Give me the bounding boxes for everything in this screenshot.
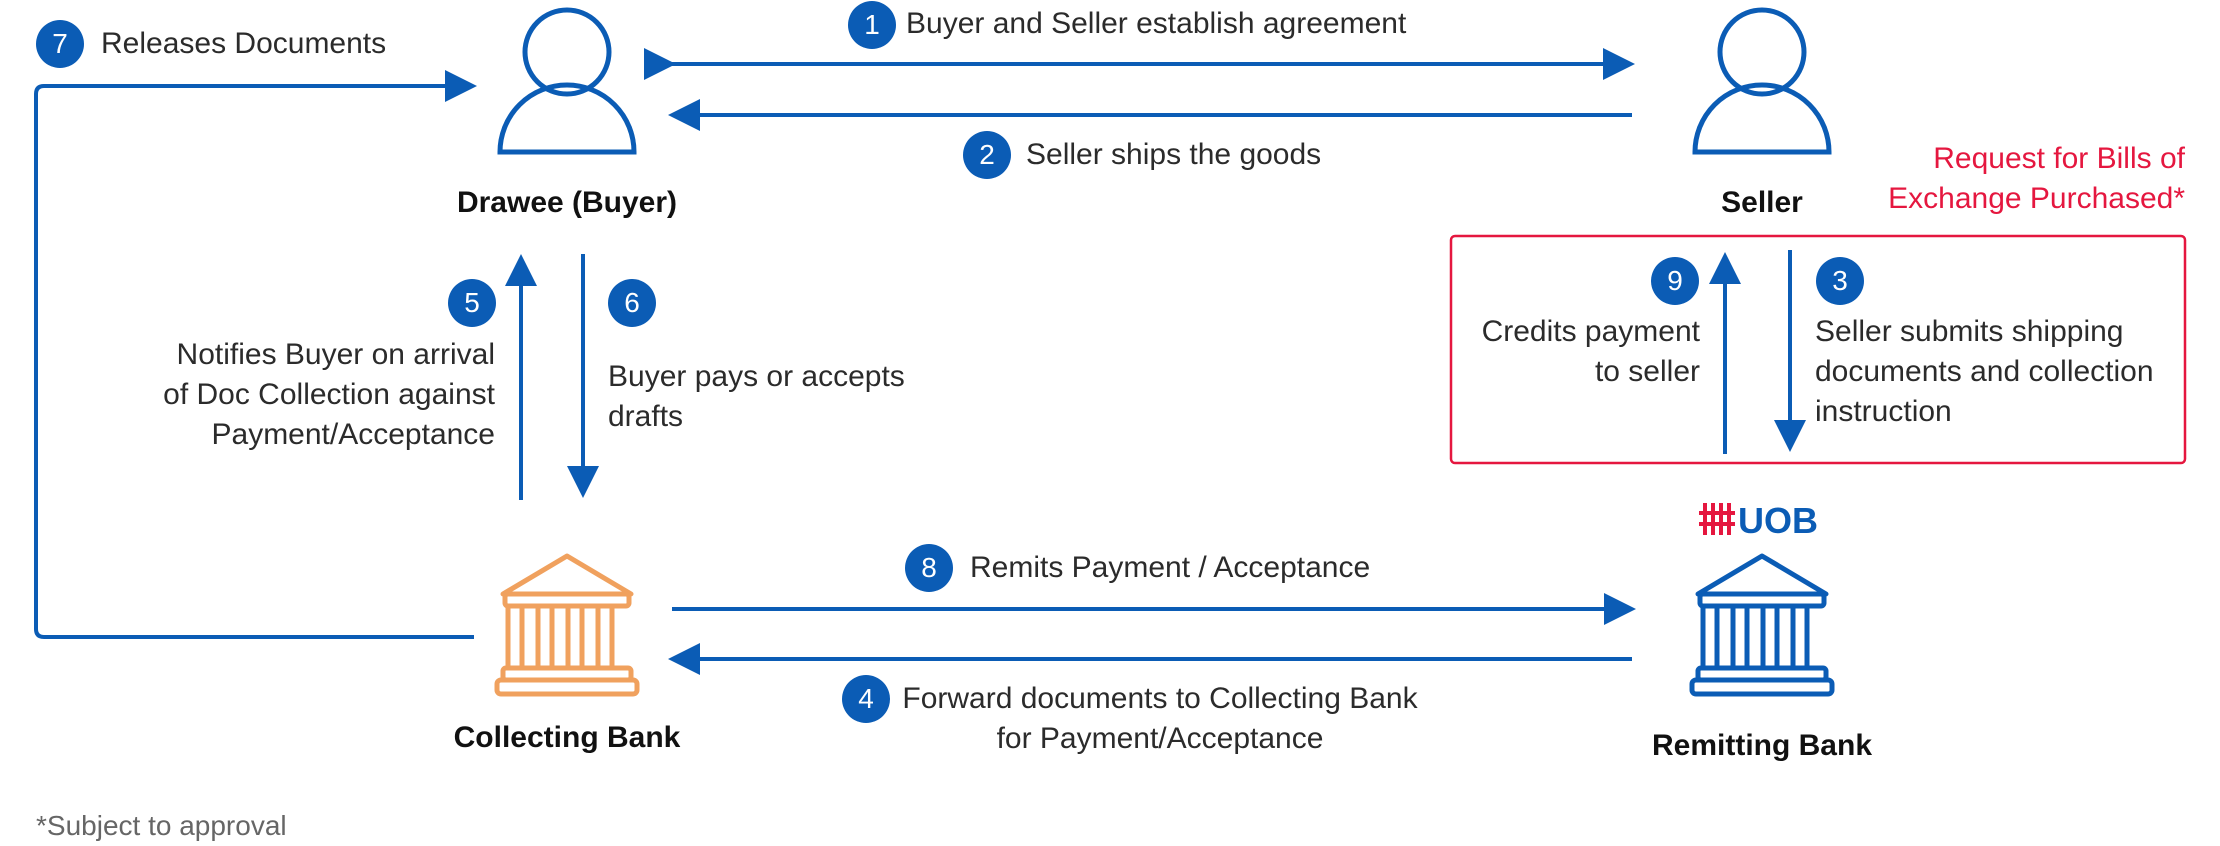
drawee-label: Drawee (Buyer) <box>456 186 678 219</box>
request-box-title: Request for Bills of Exchange Purchased* <box>1785 139 2185 219</box>
request-box <box>1449 234 2187 465</box>
step-6-text: Buyer pays or accepts drafts <box>608 357 905 437</box>
step-9-text: Credits payment to seller <box>1380 312 1700 392</box>
step-9-line: to seller <box>1594 355 1700 388</box>
collecting-bank-label: Collecting Bank <box>453 721 681 754</box>
step-4-text: Forward documents to Collecting Bank for… <box>880 679 1440 759</box>
step-badge-7: 7 <box>36 20 84 68</box>
step-badge-9: 9 <box>1651 257 1699 305</box>
uob-brand-text: UOB <box>1738 500 1818 541</box>
step-5-line: Notifies Buyer on arrival <box>176 338 495 371</box>
arrow-step-7 <box>34 70 477 639</box>
step-badge-8: 8 <box>905 544 953 592</box>
step-badge-2: 2 <box>963 131 1011 179</box>
step-5-line: Payment/Acceptance <box>211 418 496 451</box>
step-badge-3: 3 <box>1816 257 1864 305</box>
collecting-bank-icon <box>494 553 640 697</box>
remitting-bank-label: Remitting Bank <box>1651 729 1873 762</box>
step-9-line: Credits payment <box>1481 315 1700 348</box>
seller-label: Seller <box>1721 186 1803 219</box>
remitting-bank-icon <box>1689 553 1835 697</box>
step-7-text: Releases Documents <box>101 27 387 60</box>
step-3-line: documents and collection <box>1815 355 2154 388</box>
request-box-line: Request for Bills of <box>1933 142 2185 175</box>
step-4-line: for Payment/Acceptance <box>996 722 1324 755</box>
step-3-line: Seller submits shipping <box>1815 315 2124 348</box>
request-box-line: Exchange Purchased* <box>1888 182 2185 215</box>
step-5-text: Notifies Buyer on arrival of Doc Collect… <box>95 335 495 455</box>
step-1-text: Buyer and Seller establish agreement <box>906 7 1407 40</box>
step-badge-1: 1 <box>848 1 896 49</box>
step-3-line: instruction <box>1815 395 1952 428</box>
step-badge-6: 6 <box>608 279 656 327</box>
seller-person-icon <box>1692 7 1832 155</box>
step-6-line: drafts <box>608 400 684 433</box>
step-3-text: Seller submits shipping documents and co… <box>1815 312 2154 432</box>
step-badge-5: 5 <box>448 279 496 327</box>
step-6-line: Buyer pays or accepts <box>608 360 905 393</box>
drawee-person-icon <box>497 7 637 155</box>
uob-logo-icon: UOB <box>1699 500 1818 541</box>
step-4-line: Forward documents to Collecting Bank <box>902 682 1418 715</box>
step-5-line: of Doc Collection against <box>163 378 495 411</box>
step-2-text: Seller ships the goods <box>1026 138 1322 171</box>
footnote: *Subject to approval <box>36 810 287 841</box>
step-8-text: Remits Payment / Acceptance <box>970 551 1371 584</box>
step-badge-4: 4 <box>842 675 890 723</box>
